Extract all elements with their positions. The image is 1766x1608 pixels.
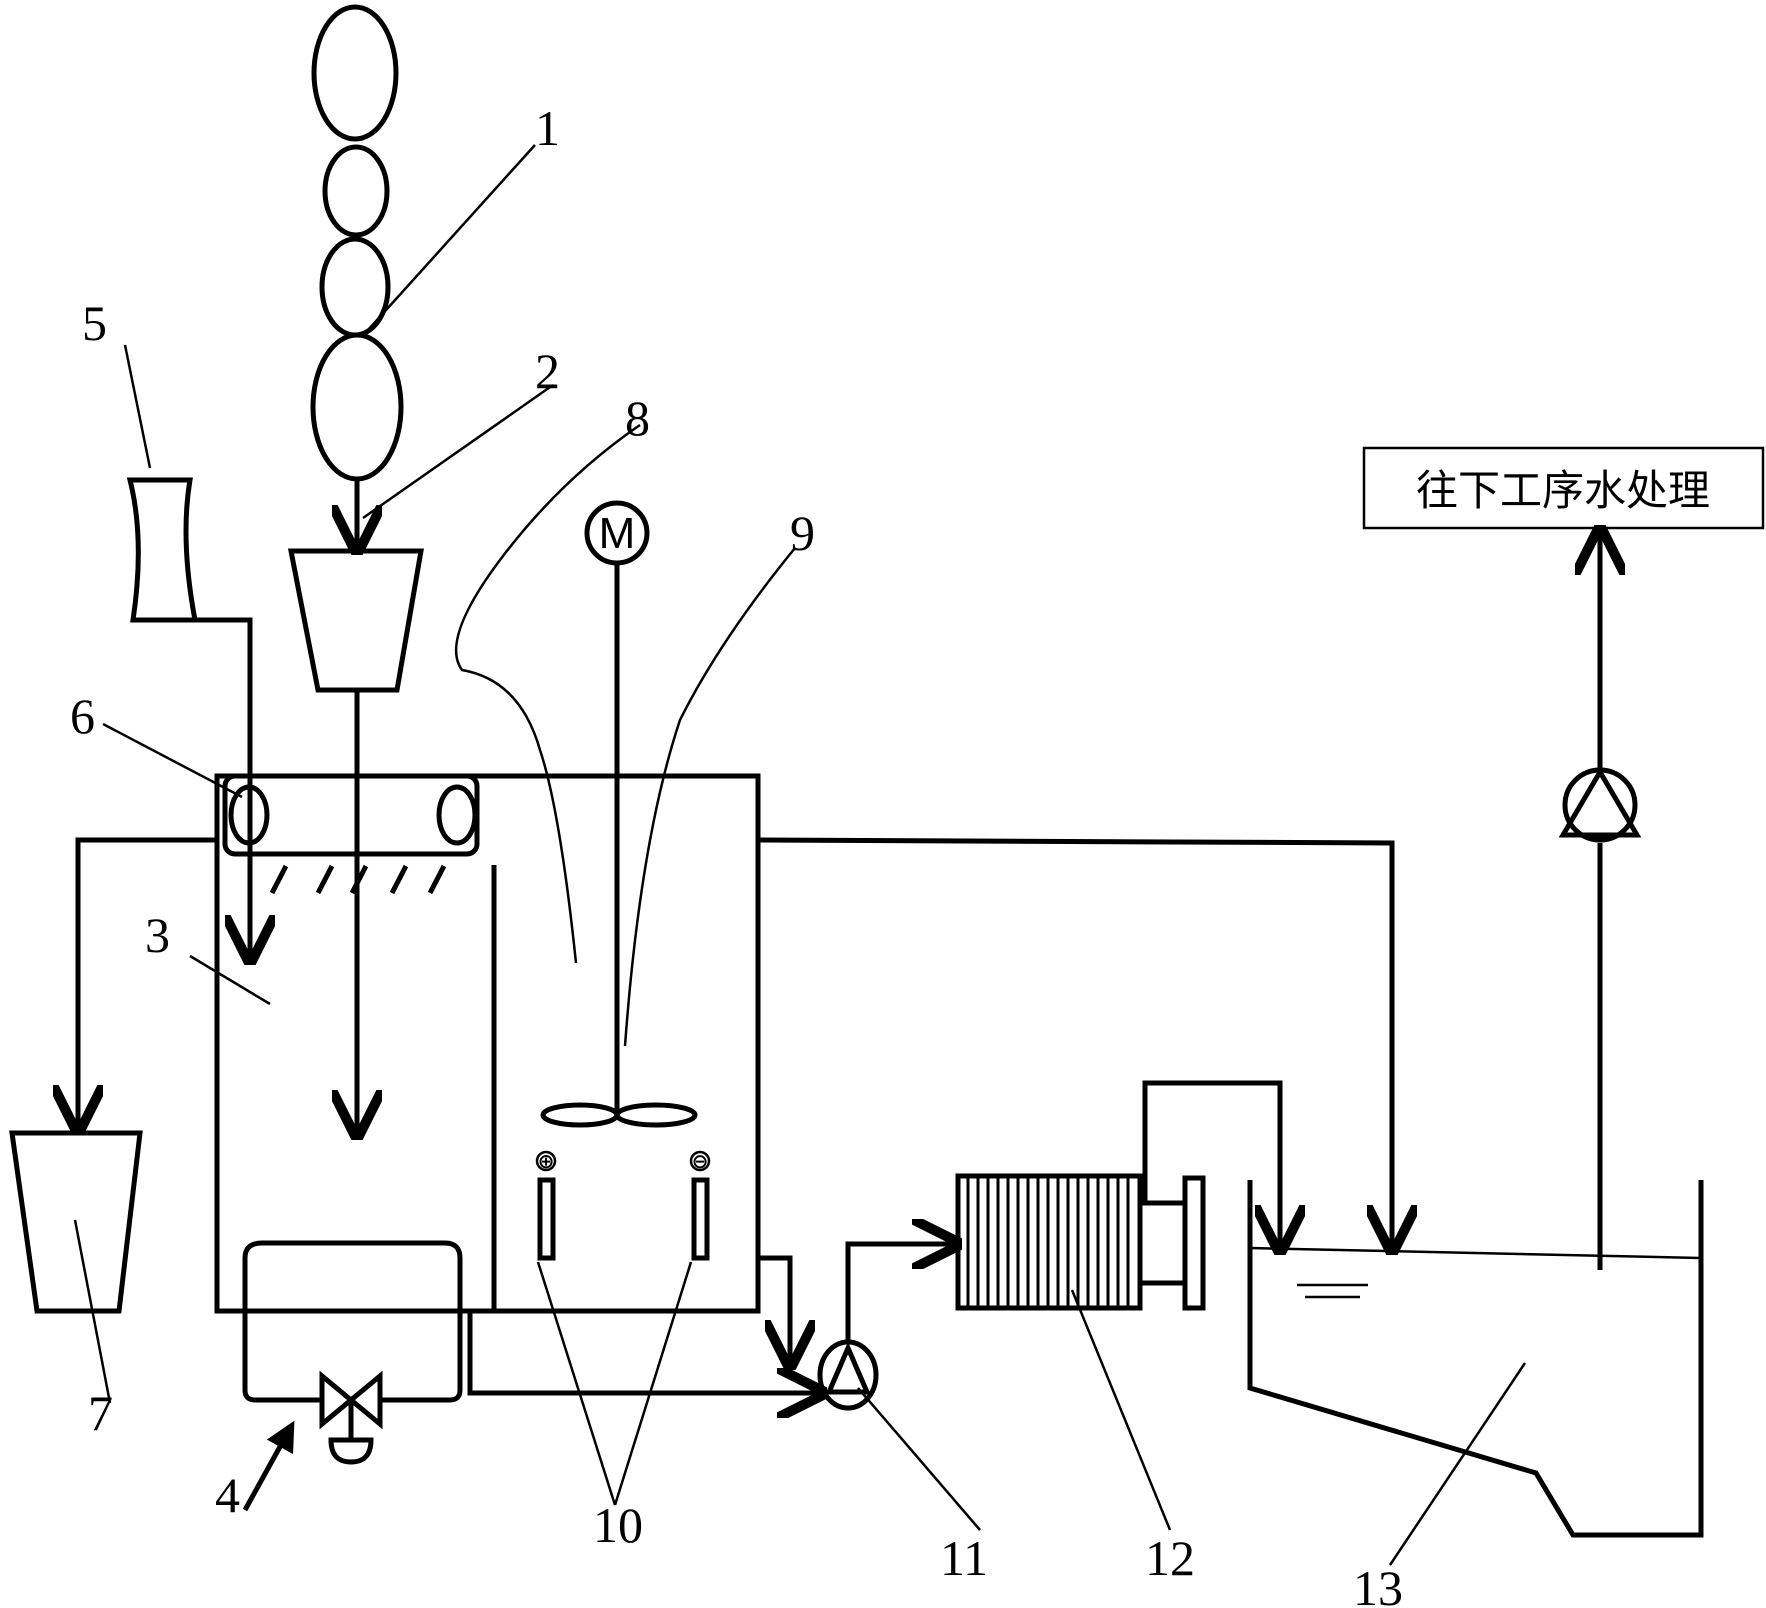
reagent-container (126, 477, 250, 955)
ellipse-stack (310, 4, 404, 545)
label-13: 13 (1353, 1560, 1403, 1608)
pump (467, 1244, 952, 1408)
motor-stirrer: M (540, 500, 698, 1128)
label-2: 2 (535, 343, 560, 399)
next-process-box: 往下工序水处理 (1362, 446, 1765, 530)
drain-loop (242, 1240, 463, 1512)
filter-press (955, 1080, 1280, 1311)
label-9: 9 (790, 505, 815, 561)
label-4: 4 (215, 1467, 240, 1523)
main-tank (214, 773, 1392, 1314)
leader-lines (73, 144, 1527, 1566)
number-labels: 1 2 3 4 5 6 7 8 9 10 11 12 13 (70, 100, 1403, 1608)
motor-symbol: M (599, 509, 636, 558)
next-process-label: 往下工序水处理 (1416, 466, 1710, 515)
settling-tank (1247, 535, 1704, 1538)
label-1: 1 (535, 100, 560, 156)
negative-sign: ⊖ (692, 1149, 709, 1173)
label-7: 7 (88, 1385, 113, 1441)
collection-bin (9, 1130, 143, 1314)
label-3: 3 (145, 907, 170, 963)
label-12: 12 (1145, 1530, 1195, 1586)
label-8: 8 (625, 390, 650, 446)
label-11: 11 (940, 1530, 988, 1586)
conveyor-belt (78, 773, 480, 1125)
positive-sign: ⊕ (538, 1149, 555, 1173)
electrodes: ⊕ ⊖ (535, 1149, 711, 1261)
label-10: 10 (593, 1497, 643, 1553)
label-6: 6 (70, 688, 95, 744)
label-5: 5 (82, 295, 107, 351)
hopper (287, 548, 424, 1130)
